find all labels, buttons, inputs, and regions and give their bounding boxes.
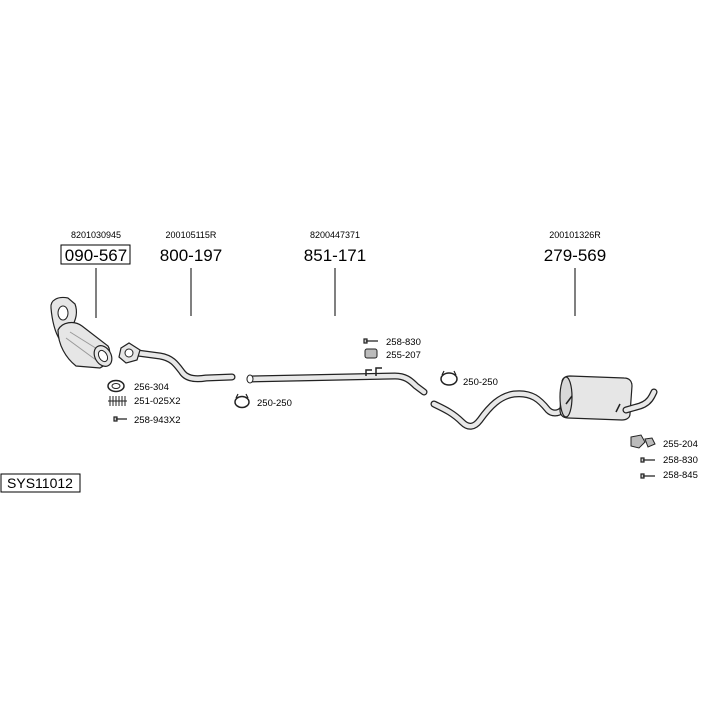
pipe-clamp-icon	[440, 372, 458, 386]
bolt-icon	[640, 457, 655, 463]
accessory-code: 251-025X2	[134, 396, 180, 407]
accessory-250-250-front[interactable]: 250-250	[234, 393, 292, 409]
accessory-255-207[interactable]: 255-207	[364, 348, 421, 361]
accessory-250-250-rear[interactable]: 250-250	[440, 370, 498, 388]
accessory-code: 258-845	[663, 470, 698, 481]
bolt-icon	[640, 473, 655, 479]
oem-number: 8200447371	[310, 230, 360, 240]
oem-number: 8201030945	[71, 230, 121, 240]
system-code: SYS11012	[0, 473, 81, 493]
bolt-icon	[363, 338, 378, 344]
accessory-255-204[interactable]: 255-204	[630, 434, 698, 450]
rear-silencer-drawing	[430, 375, 658, 430]
accessory-code: 258-943X2	[134, 415, 180, 426]
rubber-hanger-icon	[364, 348, 378, 359]
part-090-567[interactable]: 8201030945 090-567	[60, 230, 131, 318]
accessory-258-943X2[interactable]: 258-943X2	[113, 415, 180, 426]
accessory-258-845[interactable]: 258-845	[640, 470, 698, 481]
oem-number: 200105115R	[166, 230, 217, 240]
catalytic-converter-drawing	[50, 296, 113, 369]
pipe-clamp-icon	[234, 395, 250, 409]
system-code-label: SYS11012	[7, 475, 73, 491]
part-279-569[interactable]: 200101326R 279-569	[544, 230, 606, 316]
part-number: 851-171	[304, 246, 366, 265]
rubber-hanger-icon	[630, 434, 646, 449]
oem-number: 200101326R	[549, 230, 601, 240]
system-code-box	[0, 473, 81, 493]
accessory-code: 258-830	[663, 455, 698, 466]
accessory-256-304[interactable]: 256-304	[107, 379, 169, 394]
spring-icon	[108, 396, 127, 406]
gasket-ring-icon	[107, 379, 125, 393]
bolt-icon	[113, 416, 127, 422]
middle-pipe-drawing	[246, 367, 428, 396]
front-pipe-drawing	[118, 342, 236, 383]
accessory-code: 258-830	[386, 337, 421, 348]
accessory-258-830-mid[interactable]: 258-830	[363, 337, 421, 348]
accessory-code: 255-204	[663, 439, 698, 450]
part-number: 090-567	[65, 246, 127, 265]
part-number-box	[60, 244, 131, 265]
accessory-code: 255-207	[386, 350, 421, 361]
part-number: 800-197	[160, 246, 222, 265]
accessory-code: 250-250	[463, 377, 498, 388]
accessory-code: 256-304	[134, 382, 169, 393]
accessory-code: 250-250	[257, 398, 292, 409]
part-851-171[interactable]: 8200447371 851-171	[304, 230, 366, 316]
part-number: 279-569	[544, 246, 606, 265]
accessory-251-025X2[interactable]: 251-025X2	[108, 396, 180, 407]
part-800-197[interactable]: 200105115R 800-197	[160, 230, 222, 316]
accessory-258-830-rear[interactable]: 258-830	[640, 455, 698, 466]
